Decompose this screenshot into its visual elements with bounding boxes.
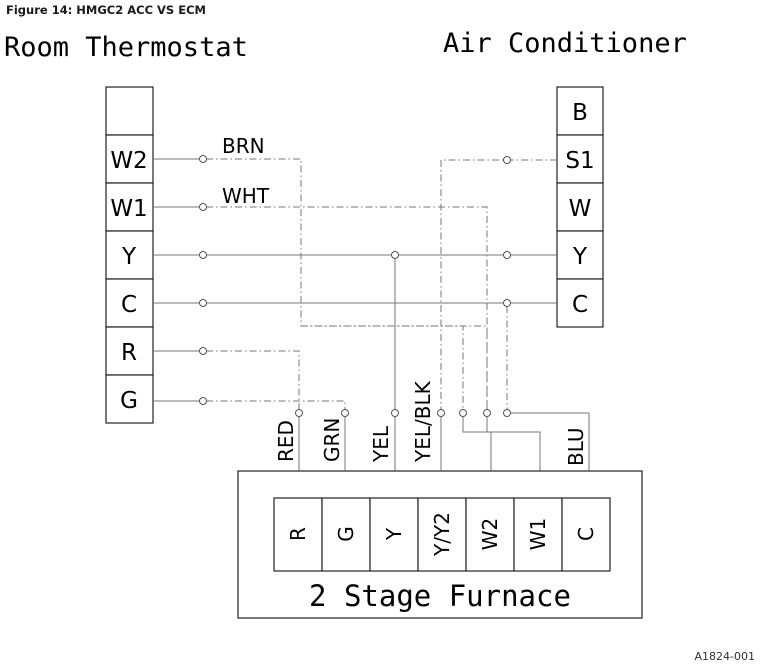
connector-s1	[503, 156, 511, 164]
connector-w1-furnace	[483, 409, 491, 417]
thermostat-title: Room Thermostat	[4, 32, 248, 63]
wire-label-blu: BLU	[564, 427, 588, 466]
wire-label-yel-blk: YEL/BLK	[411, 380, 435, 463]
furnace-label-w2: W2	[478, 518, 502, 551]
connection-points	[199, 155, 511, 417]
ac-terminal-y	[556, 230, 604, 280]
wire-red	[206, 350, 300, 409]
thermostat-label-w1: W1	[110, 196, 147, 222]
furnace-terminal-y-y2	[417, 497, 467, 572]
connector-w2-furnace	[459, 409, 467, 417]
wire-w2-furnace	[462, 416, 492, 498]
connector-red	[295, 409, 303, 417]
connector-y	[199, 251, 207, 259]
connector-yel	[391, 409, 399, 417]
ac-label-w: W	[569, 196, 592, 222]
connector-w2	[199, 155, 207, 163]
thermostat-label-g: G	[120, 388, 138, 414]
furnace-terminal-r	[273, 497, 323, 572]
thermostat-label-w2: W2	[110, 148, 147, 174]
air-conditioner-title: Air Conditioner	[443, 28, 687, 59]
figure-caption: Figure 14: HMGC2 ACC VS ECM	[6, 3, 206, 17]
wire-label-brn: BRN	[222, 134, 265, 158]
furnace-title: 2 Stage Furnace	[309, 579, 571, 613]
thermostat-terminal-g	[105, 374, 154, 424]
connector-yel-blk	[437, 409, 445, 417]
thermostat-label-r: R	[121, 340, 137, 366]
connector-c-furnace	[503, 409, 511, 417]
thermostat-terminal-w1	[105, 182, 154, 232]
ac-label-s1: S1	[565, 148, 594, 174]
wire-w1-furnace	[486, 416, 541, 498]
thermostat-terminal-w2	[105, 134, 154, 184]
connector-r	[199, 347, 207, 355]
connector-ac-y	[503, 251, 511, 259]
furnace-label-g: G	[334, 526, 358, 542]
wire-wht	[206, 206, 488, 409]
furnace: R G Y Y/Y2 W2 W1 C 2 Stage Furnace	[237, 470, 643, 619]
furnace-terminal-c	[561, 497, 611, 572]
furnace-label-y: Y	[382, 527, 406, 541]
furnace-terminal-g	[321, 497, 371, 572]
wire-w2-drop	[301, 325, 464, 409]
wire-label-grn: GRN	[320, 418, 344, 462]
wire-s1	[440, 159, 557, 409]
wire-label-red: RED	[274, 420, 298, 462]
ac-terminal-strip: B S1 W Y C	[556, 86, 604, 328]
furnace-label-y-y2: Y/Y2	[430, 512, 454, 557]
wire-grn	[206, 400, 346, 409]
ac-label-c: C	[572, 292, 588, 318]
connector-w1	[199, 203, 207, 211]
furnace-label-w1: W1	[526, 518, 550, 551]
wire-label-wht: WHT	[222, 184, 270, 208]
furnace-terminal-w1	[513, 497, 563, 572]
connector-c	[199, 299, 207, 307]
connector-g	[199, 397, 207, 405]
connector-grn	[341, 409, 349, 417]
thermostat-terminal-blank	[105, 86, 154, 136]
wire-label-yel: YEL	[369, 425, 393, 463]
furnace-label-c: C	[574, 527, 598, 541]
wire-blu	[511, 412, 590, 498]
furnace-label-r: R	[286, 527, 310, 541]
wires	[153, 158, 590, 498]
ac-label-y: Y	[572, 244, 588, 270]
connector-y-split	[391, 251, 399, 259]
thermostat-label-c: C	[121, 292, 137, 318]
ac-label-b: B	[572, 100, 588, 126]
furnace-terminal-w2	[465, 497, 515, 572]
thermostat-label-y: Y	[121, 244, 137, 270]
ac-terminal-c	[556, 278, 604, 328]
reference-code: A1824-001	[695, 650, 755, 663]
ac-terminal-s1	[556, 134, 604, 184]
thermostat-terminal-strip: W2 W1 Y C R G	[105, 86, 154, 424]
connector-ac-c	[503, 299, 511, 307]
